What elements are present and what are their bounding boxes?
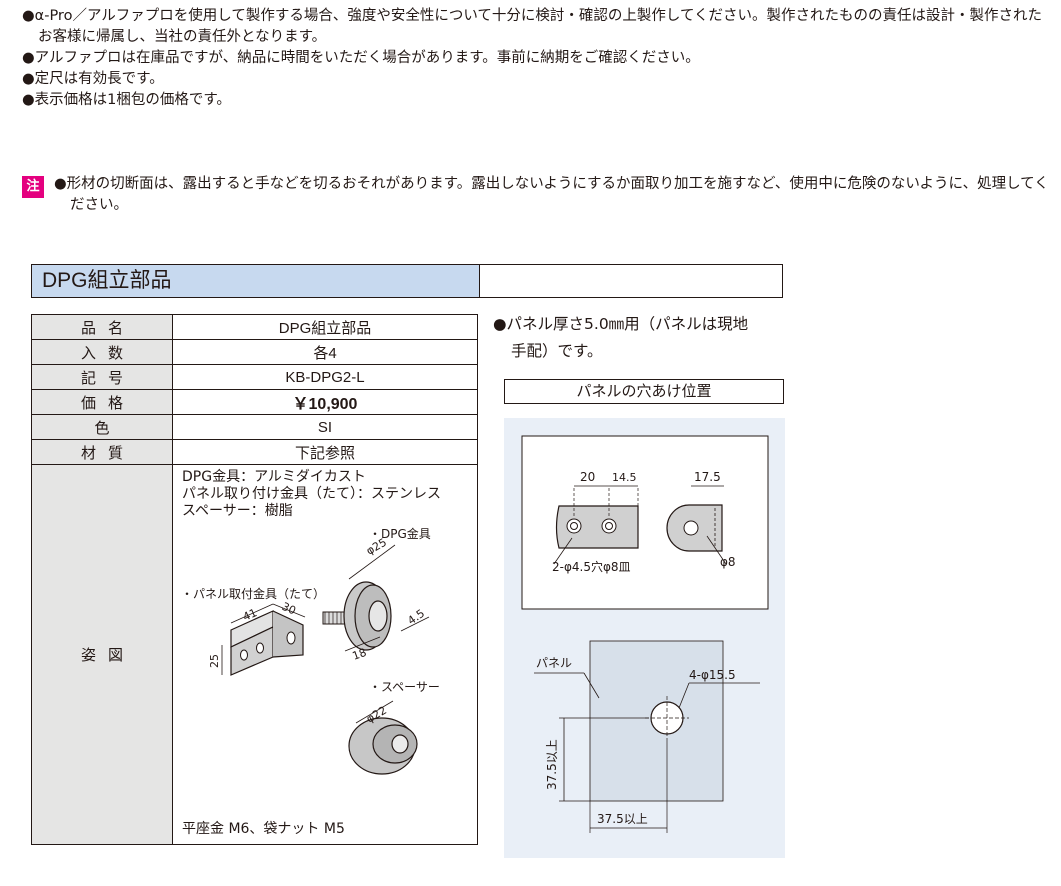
bracket-callout: ・パネル取付金具（たて） <box>181 586 325 601</box>
materials-list: DPG金具：アルミダイカスト パネル取り付け金具（たて）：ステンレス スペーサー… <box>182 469 441 520</box>
panel-label: パネル <box>536 656 572 670</box>
table-row: 記号 KB-DPG2-L <box>31 364 478 390</box>
parts-drawing: ・DPG金具 φ25 4.5 18 ・パネル取付金具（たて） <box>181 526 440 775</box>
section-header: DPG組立部品 <box>31 264 783 298</box>
plate-drawing <box>553 485 639 565</box>
row-label: 材質 <box>31 439 173 465</box>
caution-badge: 注 <box>22 176 44 198</box>
row-label: 姿図 <box>31 464 173 845</box>
caution-text: ●形材の切断面は、露出すると手などを切るおそれがあります。露出しないようにするか… <box>54 176 1049 213</box>
dim-text: 20 <box>580 470 595 484</box>
note-item: ●定尺は有効長です。 <box>22 71 164 87</box>
dim-text: 4-φ15.5 <box>689 668 736 682</box>
side-plate-drawing <box>666 485 727 565</box>
panel-note: ●パネル厚さ5.0㎜用（パネルは現地 手配）です。 <box>493 311 793 365</box>
row-label: 価格 <box>31 389 173 415</box>
plate-shape <box>555 505 639 549</box>
leader-line <box>553 537 573 565</box>
dim-line <box>272 603 306 618</box>
row-label: 入数 <box>31 339 173 365</box>
note-item: ●アルファプロは在庫品ですが、納品に時間をいただく場合があります。事前に納期をご… <box>22 50 700 66</box>
note-item: ●表示価格は1梱包の価格です。 <box>22 92 231 108</box>
figure-cell: DPG金具：アルミダイカスト パネル取り付け金具（たて）：ステンレス スペーサー… <box>172 464 478 845</box>
dim-text: 4.5 <box>405 607 427 628</box>
material-line: スペーサー：樹脂 <box>182 503 293 519</box>
dpg-center-shape <box>368 600 388 632</box>
dim-line <box>344 636 381 652</box>
dpg-callout: ・DPG金具 <box>369 526 431 541</box>
hole-position-title: パネルの穴あけ位置 <box>504 379 784 404</box>
bracket-hole <box>256 642 264 654</box>
panel-note-line: ●パネル厚さ5.0㎜用（パネルは現地 <box>493 315 749 333</box>
bracket-hole <box>240 649 248 661</box>
dim-text: 37.5以上 <box>545 739 559 790</box>
leader-line <box>706 535 727 565</box>
row-label: 記号 <box>31 364 173 390</box>
table-row: 材質 下記参照 <box>31 439 478 465</box>
table-row: 色 SI <box>31 414 478 440</box>
spacer-callout: ・スペーサー <box>369 680 440 694</box>
thread-lines <box>324 612 342 624</box>
row-value: SI <box>172 414 478 440</box>
dim-line <box>230 603 274 624</box>
plate-hole-inner <box>605 522 613 530</box>
dim-text: 17.5 <box>694 470 721 484</box>
leader-line <box>583 672 600 699</box>
plate-hole-inner <box>570 522 578 530</box>
bracket-drawing <box>221 603 306 676</box>
holes-label: 2-φ4.5穴φ8皿 <box>552 559 631 574</box>
row-label: 色 <box>31 414 173 440</box>
table-row: 価格 ￥10,900 <box>31 389 478 415</box>
spacer-center-shape <box>391 734 409 754</box>
dim-text: φ8 <box>720 555 736 569</box>
section-divider <box>479 265 480 297</box>
spacer-drawing <box>348 700 418 775</box>
caution-section: 注 ●形材の切断面は、露出すると手などを切るおそれがあります。露出しないようにす… <box>22 174 1052 216</box>
dpg-bolt-shape <box>322 611 346 625</box>
table-row: 品名 DPG組立部品 <box>31 314 478 340</box>
dim-line <box>348 544 396 580</box>
row-label: 品名 <box>31 314 173 340</box>
material-line: パネル取り付け金具（たて）：ステンレス <box>182 486 441 502</box>
price-value: ￥10,900 <box>172 389 478 415</box>
dim-text: 30 <box>280 600 298 618</box>
table-row: 姿図 DPG金具：アルミダイカスト パネル取り付け金具（たて）：ステンレス スペ… <box>31 464 478 845</box>
notes-section: ●α-Pro／アルファプロを使用して製作する場合、強度や安全性について十分に検討… <box>22 6 1052 111</box>
row-value: 各4 <box>172 339 478 365</box>
dim-text: 37.5以上 <box>597 812 648 826</box>
row-value: 下記参照 <box>172 439 478 465</box>
hole-diagram: 20 14.5 2-φ4.5穴φ8皿 17.5 φ8 パネル 4-φ15.5 3… <box>521 435 769 833</box>
table-row: 入数 各4 <box>31 339 478 365</box>
section-title: DPG組立部品 <box>32 265 479 297</box>
dim-line <box>400 616 430 632</box>
dim-text: 25 <box>208 654 221 668</box>
material-line: DPG金具：アルミダイカスト <box>182 469 366 485</box>
panel-note-line: 手配）です。 <box>511 342 603 360</box>
row-value: DPG組立部品 <box>172 314 478 340</box>
note-item: ●α-Pro／アルファプロを使用して製作する場合、強度や安全性について十分に検討… <box>22 8 1043 45</box>
hole-position-area: 20 14.5 2-φ4.5穴φ8皿 17.5 φ8 パネル 4-φ15.5 3… <box>504 418 785 858</box>
dim-text: 18 <box>351 646 369 663</box>
dim-line <box>355 700 394 724</box>
side-plate-hole <box>683 520 699 536</box>
dpg-fitting-drawing <box>322 544 430 652</box>
dim-text: 14.5 <box>612 471 637 484</box>
leader-line <box>678 682 690 709</box>
row-value: KB-DPG2-L <box>172 364 478 390</box>
dim-text: 41 <box>241 606 259 624</box>
figure-footer: 平座金 M6、袋ナット M5 <box>182 821 345 837</box>
spec-table: 品名 DPG組立部品 入数 各4 記号 KB-DPG2-L 価格 ￥10,900… <box>31 314 478 845</box>
bracket-hole <box>286 631 296 645</box>
